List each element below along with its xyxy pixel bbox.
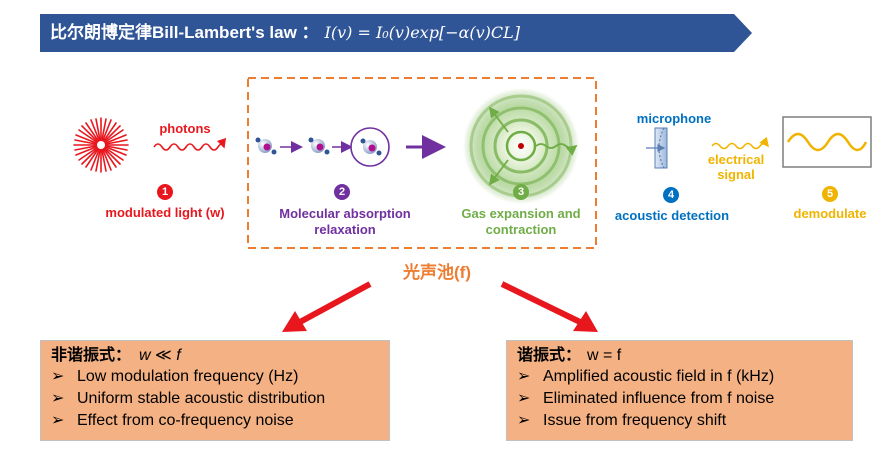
bullet-arrow-icon: ➢ (517, 368, 531, 385)
step-3-label-line2: contraction (485, 222, 557, 237)
banner-arrow-shape (40, 14, 752, 52)
red-arrow-left (282, 281, 372, 332)
bullet-arrow-icon: ➢ (517, 390, 531, 407)
list-item: ➢Eliminated influence from f noise (517, 388, 842, 410)
bullet-arrow-icon: ➢ (517, 412, 531, 429)
resonant-relation: w = f (587, 347, 622, 364)
law-title: 比尔朗博定律Bill-Lambert's law ： (50, 23, 319, 42)
demodulated-signal-icon (782, 116, 872, 168)
resonant-title: 谐振式： w = f (517, 345, 842, 366)
list-item: ➢Effect from co-frequency noise (51, 410, 379, 432)
non-resonant-title: 非谐振式： w ≪ f (51, 345, 379, 366)
light-source-icon (73, 117, 129, 173)
title-banner: 比尔朗博定律Bill-Lambert's law ： I(v) = I₀(v)ex… (40, 14, 752, 52)
resonant-box: 谐振式： w = f ➢Amplified acoustic field in f… (506, 340, 853, 441)
non-resonant-relation: w ≪ f (139, 347, 181, 364)
step-1-label: modulated light (w) (105, 205, 225, 220)
law-formula: I(v) = I₀(v)exp[−α(v)CL] (324, 23, 521, 42)
non-resonant-list: ➢Low modulation frequency (Hz) ➢Uniform … (51, 366, 379, 432)
step-4-number: 4 (663, 187, 679, 203)
red-arrow-right (500, 281, 598, 332)
photoacoustic-cell-label: 光声池(f) (403, 263, 471, 282)
step-2-label-line2: relaxation (314, 222, 376, 237)
list-item: ➢Low modulation frequency (Hz) (51, 366, 379, 388)
electrical-signal-label-line1: electrical (707, 152, 765, 167)
step-4-label: acoustic detection (614, 208, 730, 223)
electrical-signal-wave (711, 136, 770, 150)
step-2-label-line1: Molecular absorption (279, 206, 411, 221)
list-item: ➢Amplified acoustic field in f (kHz) (517, 366, 842, 388)
list-item: ➢Uniform stable acoustic distribution (51, 388, 379, 410)
microphone-icon (646, 127, 668, 169)
step-3-number: 3 (513, 184, 529, 200)
photoacoustic-cell-frame (247, 77, 597, 249)
step-2-number: 2 (334, 184, 350, 200)
bullet-arrow-icon: ➢ (51, 390, 65, 407)
photon-wave-icon (153, 137, 227, 151)
non-resonant-box: 非谐振式： w ≪ f ➢Low modulation frequency (Hz… (40, 340, 390, 441)
step-5-number: 5 (822, 186, 838, 202)
step-3-label-line1: Gas expansion and (461, 206, 581, 221)
electrical-signal-label-line2: signal (717, 167, 755, 182)
resonant-list: ➢Amplified acoustic field in f (kHz) ➢El… (517, 366, 842, 432)
excited-molecule-icon (308, 137, 330, 155)
step-1-number: 1 (157, 184, 173, 200)
bullet-arrow-icon: ➢ (51, 412, 65, 429)
bullet-arrow-icon: ➢ (51, 368, 65, 385)
resonant-title-text: 谐振式： (517, 347, 582, 364)
non-resonant-title-text: 非谐振式： (51, 347, 132, 364)
relaxed-molecule-icon (350, 127, 390, 167)
step-5-label: demodulate (793, 206, 867, 221)
photons-label: photons (159, 121, 211, 136)
banner-text: 比尔朗博定律Bill-Lambert's law ： I(v) = I₀(v)ex… (50, 14, 520, 52)
list-item: ➢Issue from frequency shift (517, 410, 842, 432)
molecule-icon (255, 137, 277, 155)
microphone-label: microphone (636, 111, 712, 126)
